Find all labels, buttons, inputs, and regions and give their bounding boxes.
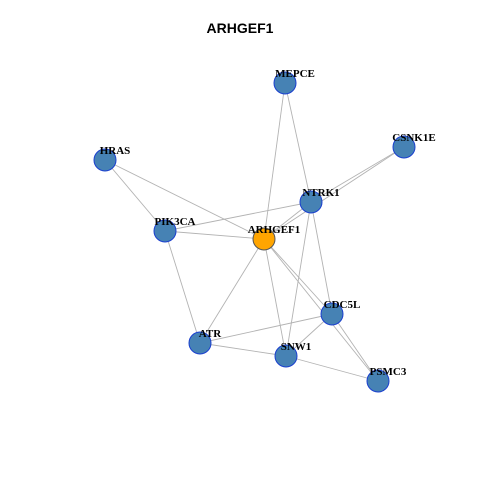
node-arhgef1[interactable]: ARHGEF1 xyxy=(248,224,301,251)
edge-arhgef1-cdc5l xyxy=(263,238,333,315)
node-csnk1e[interactable]: CSNK1E xyxy=(392,132,436,159)
node-label-hras: HRAS xyxy=(100,145,131,157)
node-circle-cdc5l[interactable] xyxy=(320,302,344,326)
edge-mepce-arhgef1 xyxy=(263,82,286,240)
node-circle-hras[interactable] xyxy=(93,148,117,172)
node-label-arhgef1: ARHGEF1 xyxy=(248,224,301,236)
node-psmc3[interactable]: PSMC3 xyxy=(366,366,407,393)
edge-ntrk1-pik3ca xyxy=(164,201,312,232)
edge-ntrk1-cdc5l xyxy=(310,201,333,315)
edge-layer xyxy=(104,82,405,382)
node-label-psmc3: PSMC3 xyxy=(370,366,407,378)
node-atr[interactable]: ATR xyxy=(188,328,222,355)
node-circle-csnk1e[interactable] xyxy=(392,135,416,159)
edge-csnk1e-ntrk1 xyxy=(310,146,405,203)
node-label-cdc5l: CDC5L xyxy=(324,299,361,311)
edge-pik3ca-arhgef1 xyxy=(164,230,265,240)
node-label-pik3ca: PIK3CA xyxy=(155,216,196,228)
edge-hras-arhgef1 xyxy=(104,159,265,240)
node-circle-mepce[interactable] xyxy=(273,71,297,95)
node-circle-psmc3[interactable] xyxy=(366,369,390,393)
node-cdc5l[interactable]: CDC5L xyxy=(320,299,361,326)
edge-csnk1e-arhgef1 xyxy=(263,146,405,240)
node-label-mepce: MEPCE xyxy=(275,68,315,80)
node-label-ntrk1: NTRK1 xyxy=(302,187,339,199)
node-circle-ntrk1[interactable] xyxy=(299,190,323,214)
edge-mepce-ntrk1 xyxy=(284,82,312,203)
edge-arhgef1-snw1 xyxy=(263,238,287,357)
node-pik3ca[interactable]: PIK3CA xyxy=(153,216,196,243)
node-ntrk1[interactable]: NTRK1 xyxy=(299,187,340,214)
edge-arhgef1-psmc3 xyxy=(263,238,379,382)
edge-snw1-psmc3 xyxy=(285,355,379,382)
edge-ntrk1-snw1 xyxy=(285,201,312,357)
node-label-atr: ATR xyxy=(199,328,222,340)
node-hras[interactable]: HRAS xyxy=(93,145,131,172)
node-circle-snw1[interactable] xyxy=(274,344,298,368)
node-label-csnk1e: CSNK1E xyxy=(392,132,435,144)
node-circle-arhgef1[interactable] xyxy=(252,227,276,251)
node-circle-pik3ca[interactable] xyxy=(153,219,177,243)
node-snw1[interactable]: SNW1 xyxy=(274,341,312,368)
node-circle-atr[interactable] xyxy=(188,331,212,355)
edge-cdc5l-atr xyxy=(199,313,333,344)
node-label-snw1: SNW1 xyxy=(281,341,312,353)
edge-hras-pik3ca xyxy=(104,159,166,232)
edge-cdc5l-psmc3 xyxy=(331,313,379,382)
edge-pik3ca-atr xyxy=(164,230,201,344)
edge-arhgef1-atr xyxy=(199,238,265,344)
edge-atr-snw1 xyxy=(199,342,287,357)
node-mepce[interactable]: MEPCE xyxy=(273,68,315,95)
diagram-title: ARHGEF1 xyxy=(206,20,274,36)
